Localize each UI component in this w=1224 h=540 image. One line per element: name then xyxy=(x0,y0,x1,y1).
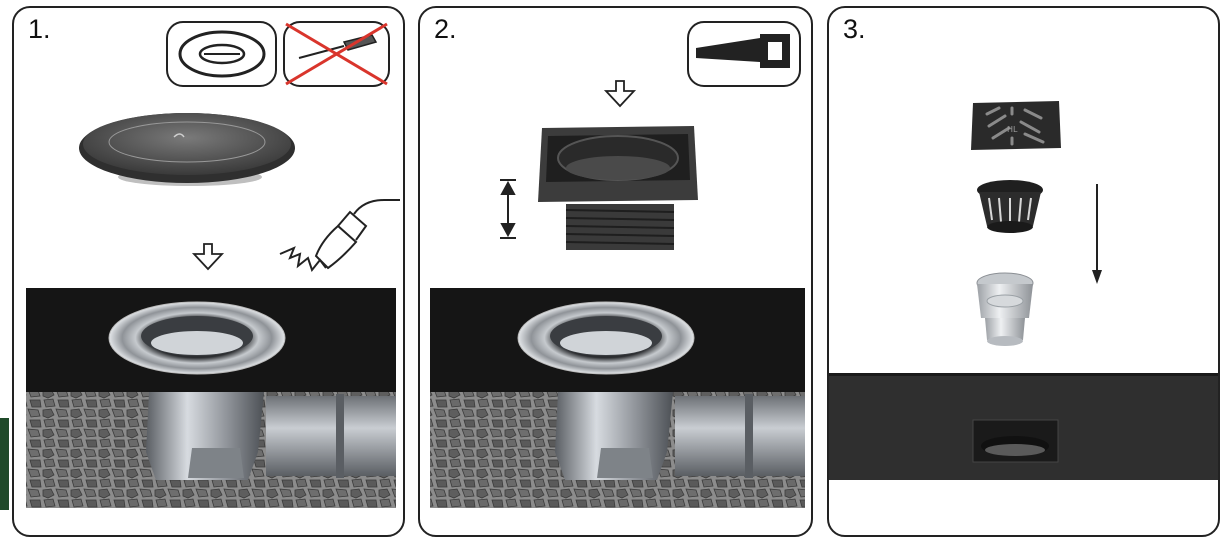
step-1-illustration xyxy=(26,21,400,508)
step-number: 1. xyxy=(28,14,51,44)
step-number: 3. xyxy=(843,14,866,44)
grate-ring-icon xyxy=(166,21,277,87)
finished-floor xyxy=(829,373,1218,480)
step-panel-2: 2. xyxy=(418,6,813,537)
no-screwdriver-icon xyxy=(283,21,390,87)
drain-installation-scene xyxy=(26,288,396,508)
odour-trap-insert xyxy=(976,272,1034,346)
step-panel-1: 1. xyxy=(12,6,405,537)
drain-installation-scene xyxy=(430,288,805,508)
arrow-down-icon xyxy=(603,80,637,108)
square-grate: HL xyxy=(971,101,1061,150)
step-number: 2. xyxy=(434,14,457,44)
arrow-down-icon xyxy=(191,243,225,271)
dirt-basket xyxy=(977,180,1043,233)
grate-plate xyxy=(79,113,295,186)
square-drain-insert xyxy=(538,126,698,250)
grate-logo-text: HL xyxy=(1007,125,1018,134)
step-2-illustration xyxy=(430,21,805,508)
height-adjust-arrow xyxy=(500,179,516,239)
heat-gun-icon xyxy=(279,199,400,273)
step-3-illustration: HL xyxy=(829,101,1218,480)
step-panel-3: 3. HL xyxy=(827,6,1220,537)
saw-icon xyxy=(687,21,801,87)
green-sign-edge xyxy=(0,418,9,510)
insertion-arrow xyxy=(1092,184,1102,284)
